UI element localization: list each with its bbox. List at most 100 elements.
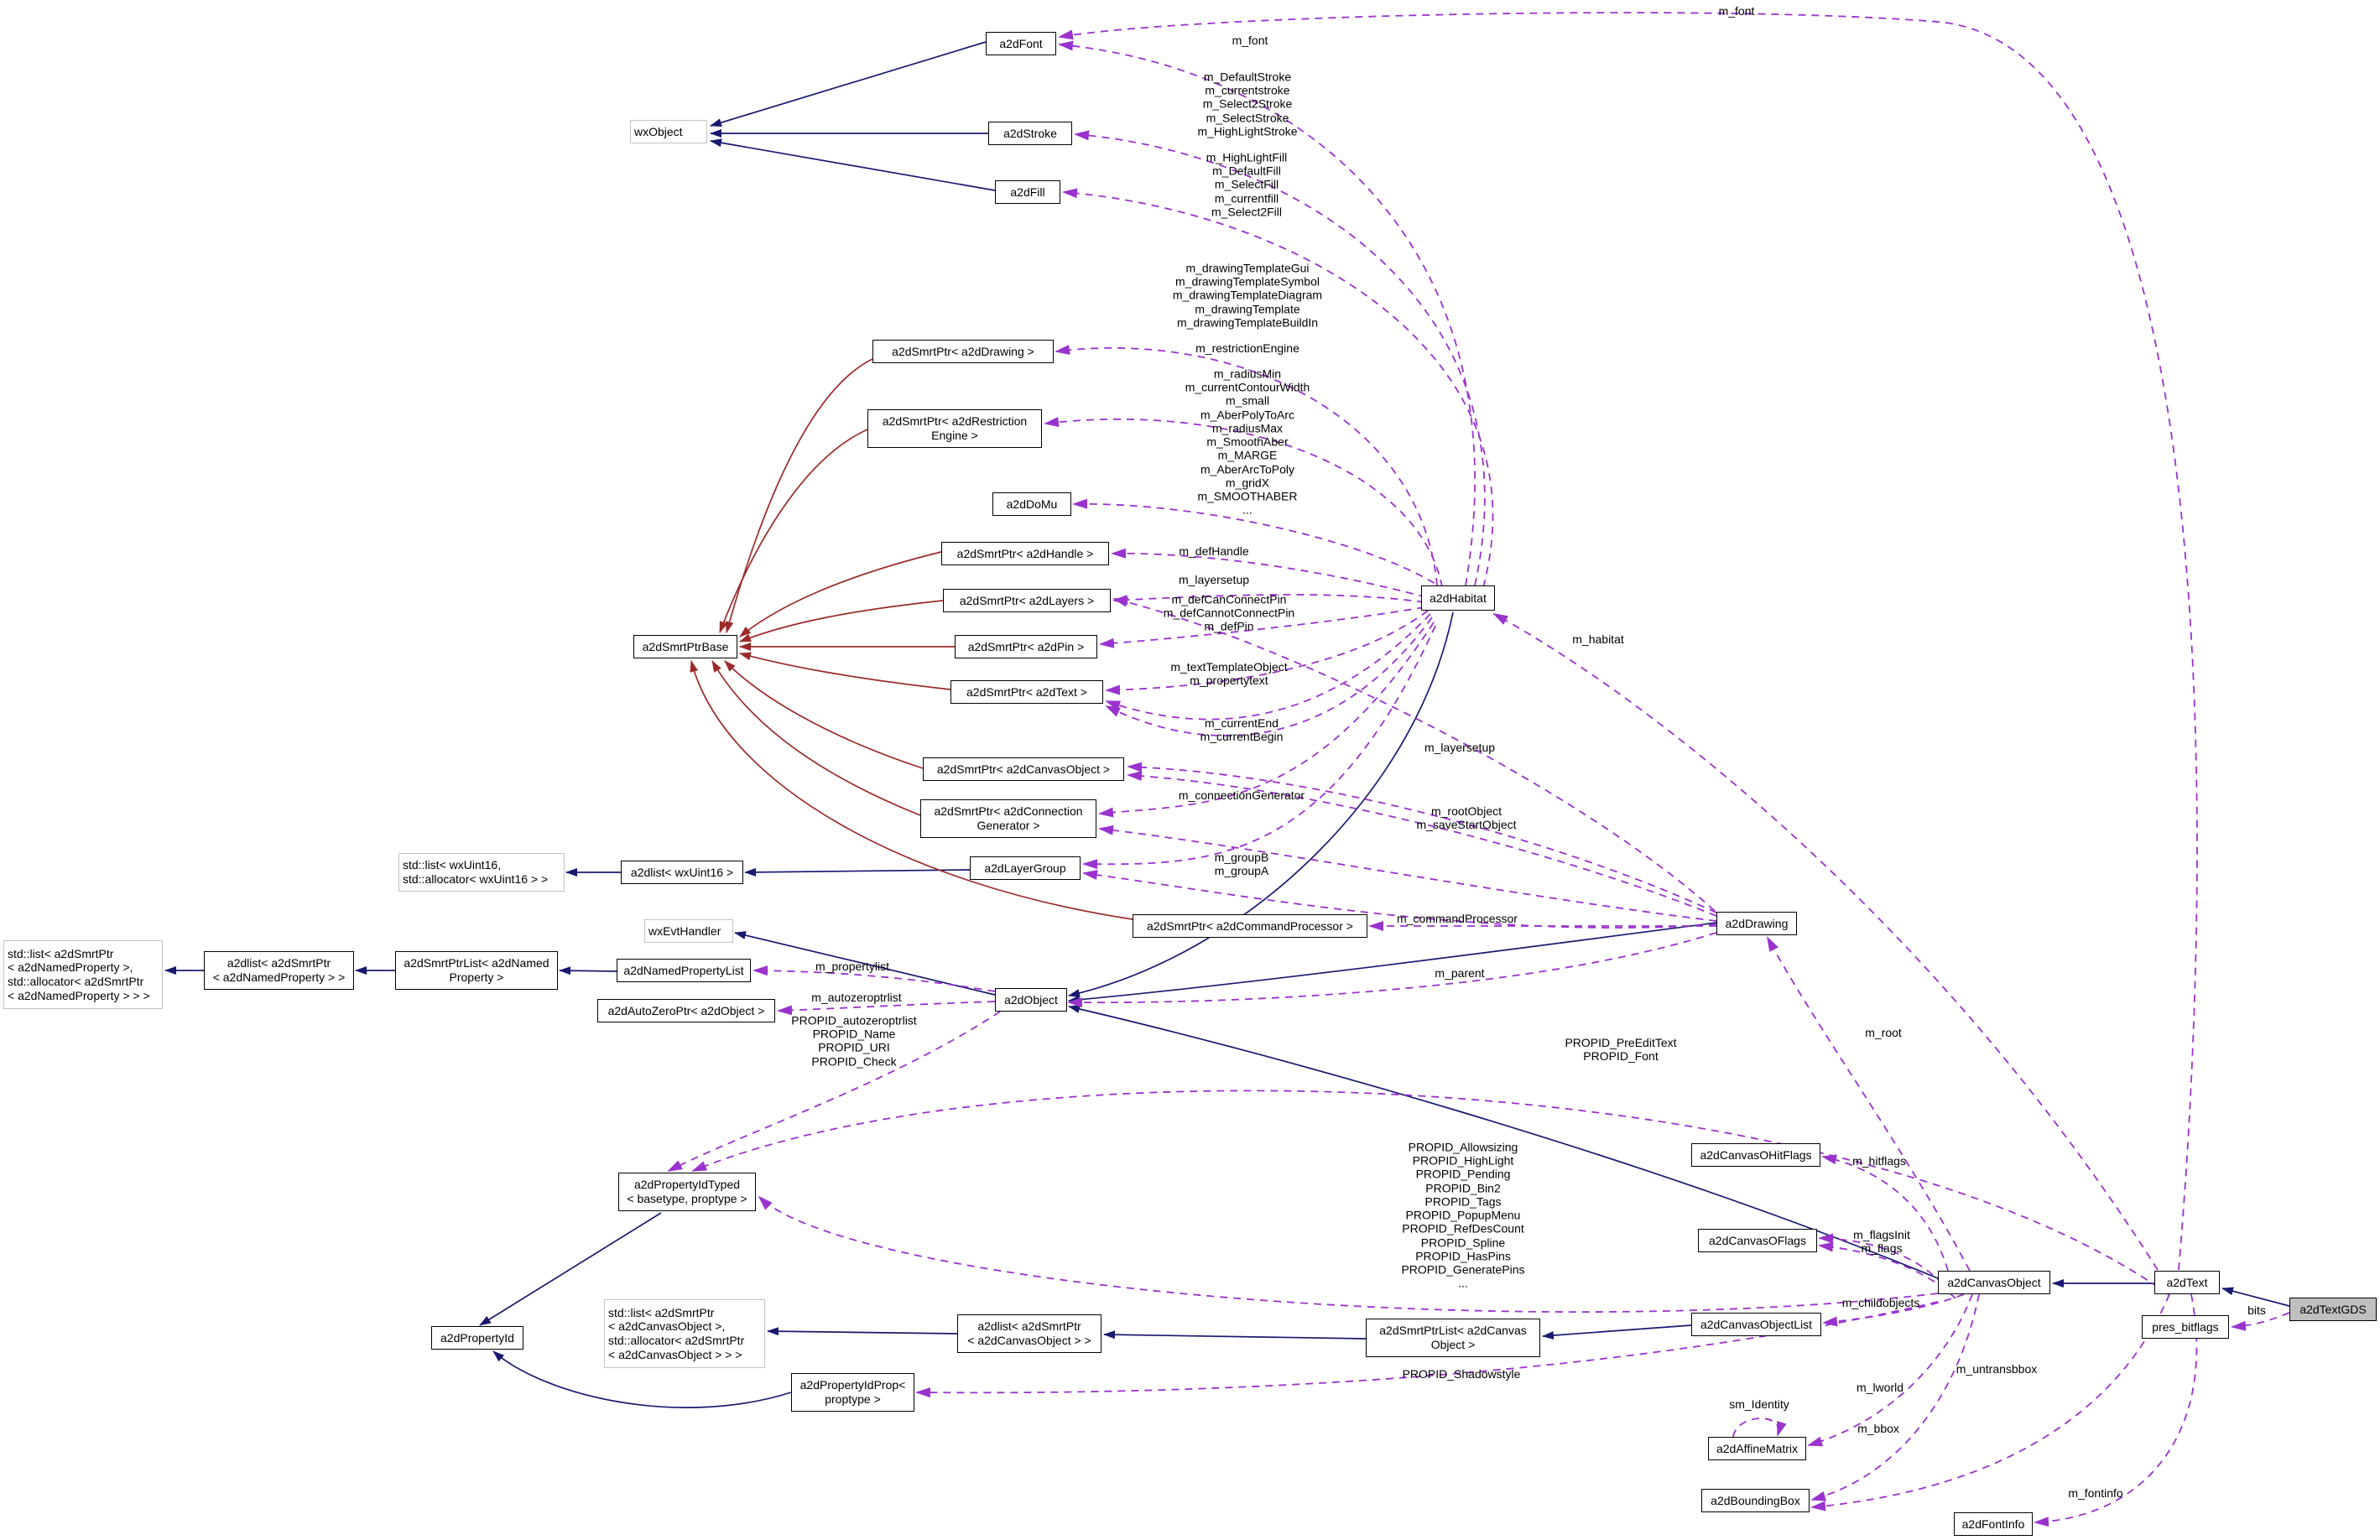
- edge-use-drawing-object-parent: [1067, 932, 1717, 1008]
- edge-use-object-namedproplist: [753, 965, 996, 992]
- edge-label-layersetup-1: m_layersetup: [1178, 572, 1250, 586]
- class-node-smrtptr-a2dconnectiongenerator[interactable]: a2dSmrtPtr< a2dConnection Generator >: [920, 799, 1096, 838]
- edge-use-habitat-fill: [1062, 188, 1494, 588]
- edge-use-drawing-spcanvasobj-save: [1127, 771, 1717, 917]
- edge-label-def-pins: m_defCanConnectPin m_defCannotConnectPin…: [1163, 592, 1295, 634]
- edge-inherit-propidtyped-propid: [479, 1212, 662, 1326]
- class-node-a2dlist-namedproperty[interactable]: a2dlist< a2dSmrtPtr < a2dNamedProperty >…: [204, 951, 354, 990]
- edge-label-m-font-top: m_font: [1718, 3, 1755, 18]
- edge-label-connection-generator: m_connectionGenerator: [1178, 788, 1305, 802]
- class-node-a2dlist-canvasobject[interactable]: a2dlist< a2dSmrtPtr < a2dCanvasObject > …: [957, 1314, 1101, 1353]
- edge-use-habitat-domu: [1072, 498, 1446, 591]
- class-node-a2dfontinfo[interactable]: a2dFontInfo: [1954, 1512, 2033, 1536]
- class-node-a2dtext[interactable]: a2dText: [2154, 1271, 2220, 1294]
- class-node-smrtptr-a2dhandle[interactable]: a2dSmrtPtr< a2dHandle >: [941, 542, 1109, 565]
- edge-label-autozeroptrlist: m_autozeroptrlist: [811, 990, 902, 1004]
- edge-label-propertylist: m_propertylist: [815, 959, 889, 973]
- class-node-a2dtextgds[interactable]: a2dTextGDS: [2289, 1298, 2377, 1321]
- edge-use-habitat-stroke: [1074, 130, 1486, 586]
- class-node-smrtptr-a2dtext[interactable]: a2dSmrtPtr< a2dText >: [950, 680, 1103, 704]
- class-node-smrtptr-a2dcanvasobject[interactable]: a2dSmrtPtr< a2dCanvasObject >: [923, 757, 1124, 781]
- class-node-stdlist-canvasobject[interactable]: std::list< a2dSmrtPtr < a2dCanvasObject …: [604, 1299, 765, 1368]
- edge-inherit-namedproplist-smrtptrlist: [559, 966, 617, 976]
- edge-tpl-restriction-base: [719, 429, 868, 633]
- class-node-a2dpropertyidprop[interactable]: a2dPropertyIdProp< proptype >: [791, 1373, 914, 1412]
- class-node-pres-bitflags[interactable]: pres_bitflags: [2142, 1315, 2229, 1339]
- class-node-a2dfill[interactable]: a2dFill: [995, 180, 1060, 204]
- edge-inherit-canvasobject-object: [1068, 1005, 1939, 1279]
- class-node-a2dcanvasobject[interactable]: a2dCanvasObject: [1938, 1271, 2050, 1294]
- edge-inherit-canvasobjlist-smrtptrlist: [1542, 1324, 1692, 1340]
- edge-use-drawing-spcanvasobj-root: [1127, 762, 1717, 913]
- class-node-a2dfont[interactable]: a2dFont: [986, 32, 1056, 55]
- class-node-a2dcanvasoflags[interactable]: a2dCanvasOFlags: [1698, 1229, 1817, 1252]
- edge-label-command-processor: m_commandProcessor: [1397, 911, 1518, 925]
- class-node-a2dstroke[interactable]: a2dStroke: [988, 122, 1072, 145]
- class-node-a2dautozeroptr[interactable]: a2dAutoZeroPtr< a2dObject >: [597, 999, 775, 1022]
- edge-tpl-cmdproc-base: [690, 660, 1133, 920]
- class-node-smrtptrlist-namedproperty[interactable]: a2dSmrtPtrList< a2dNamed Property >: [395, 951, 558, 990]
- edge-inherit-a2dfont-wxobject: [710, 41, 987, 127]
- class-node-smrtptr-a2ddrawing[interactable]: a2dSmrtPtr< a2dDrawing >: [872, 340, 1054, 363]
- edge-use-drawing-spconngen: [1098, 825, 1717, 922]
- class-node-a2dhabitat[interactable]: a2dHabitat: [1421, 585, 1495, 611]
- class-node-a2dpropertyid[interactable]: a2dPropertyId: [431, 1326, 523, 1350]
- edge-label-fills: m_HighLightFill m_DefaultFill m_SelectFi…: [1206, 150, 1288, 219]
- edge-tpl-drawing-base: [725, 358, 873, 633]
- edge-use-habitat-sppin: [1099, 606, 1425, 648]
- class-node-a2dpropertyidtyped[interactable]: a2dPropertyIdTyped < basetype, proptype …: [618, 1173, 756, 1211]
- class-node-a2dcanvasohitflags[interactable]: a2dCanvasOHitFlags: [1691, 1143, 1820, 1167]
- edge-tpl-layers-base: [739, 600, 944, 643]
- edge-label-propid-text: PROPID_PreEditText PROPID_Font: [1565, 1035, 1677, 1063]
- class-node-smrtptr-a2dpin[interactable]: a2dSmrtPtr< a2dPin >: [955, 635, 1097, 658]
- edge-use-text-font: [1058, 12, 2198, 1271]
- class-node-a2dobject[interactable]: a2dObject: [995, 988, 1067, 1012]
- class-node-smrtptr-a2drestrictionengine[interactable]: a2dSmrtPtr< a2dRestriction Engine >: [867, 409, 1042, 448]
- edge-use-habitat-layergroup-a: [1082, 870, 1717, 929]
- edge-use-canvasobject-drawing-root: [1767, 936, 1971, 1272]
- class-node-a2dcanvasobjectlist[interactable]: a2dCanvasObjectList: [1691, 1313, 1821, 1336]
- class-node-a2dlist-wxuint16[interactable]: a2dlist< wxUint16 >: [621, 861, 743, 884]
- class-node-wxobject[interactable]: wxObject: [630, 120, 707, 143]
- class-node-a2dboundingbox[interactable]: a2dBoundingBox: [1701, 1489, 1810, 1512]
- class-node-wxevthandler[interactable]: wxEvtHandler: [644, 919, 733, 943]
- edge-label-bits: bits: [2247, 1303, 2266, 1317]
- edge-inherit-a2dlist-stdlist-canvasobj: [767, 1327, 958, 1336]
- edge-use-text-fontinfo: [2034, 1293, 2198, 1527]
- edge-use-drawing-splayers: [1112, 596, 1716, 912]
- edge-label-root: m_root: [1865, 1025, 1902, 1039]
- edge-inherit-habitat-object: [1068, 611, 1454, 997]
- edge-use-affine-self-identity: [1732, 1418, 1787, 1438]
- edge-label-lworld: m_lworld: [1856, 1380, 1904, 1394]
- edge-label-currents: m_currentEnd m_currentBegin: [1200, 715, 1284, 743]
- edge-label-flags: m_flagsInit m_flags: [1853, 1227, 1910, 1255]
- class-node-stdlist-wxuint16[interactable]: std::list< wxUint16, std::allocator< wxU…: [398, 853, 565, 892]
- edge-inherit-smrtptrlist-a2dlist-canvasobj: [1103, 1330, 1367, 1340]
- edge-use-canvasobject-bbox: [1810, 1293, 1980, 1501]
- edge-label-text-template: m_textTemplateObject m_propertytext: [1170, 659, 1288, 687]
- class-node-smrtptrlist-canvasobject[interactable]: a2dSmrtPtrList< a2dCanvas Object >: [1366, 1319, 1540, 1357]
- edge-label-strokes: m_DefaultStroke m_currentstroke m_Select…: [1197, 70, 1298, 138]
- class-node-a2dlayergroup[interactable]: a2dLayerGroup: [970, 856, 1081, 880]
- edge-label-bbox: m_bbox: [1857, 1421, 1899, 1435]
- edge-tpl-conngen-base: [711, 660, 921, 816]
- edge-label-propid-canvas: PROPID_Allowsizing PROPID_HighLight PROP…: [1401, 1140, 1525, 1291]
- class-node-a2ddomu[interactable]: a2dDoMu: [992, 492, 1071, 516]
- edge-use-currentend-sptext: [1105, 613, 1431, 721]
- edge-label-restriction-engine: m_restrictionEngine: [1195, 341, 1299, 355]
- class-node-smrtptr-a2dlayers[interactable]: a2dSmrtPtr< a2dLayers >: [943, 589, 1111, 612]
- class-node-smrtptr-a2dcommandprocessor[interactable]: a2dSmrtPtr< a2dCommandProcessor >: [1133, 914, 1367, 938]
- edge-use-habitat-spdrawing: [1055, 345, 1438, 586]
- class-node-a2dsmrtptrbase[interactable]: a2dSmrtPtrBase: [633, 635, 737, 658]
- edge-tpl-text-base: [739, 652, 951, 690]
- class-node-a2daffinematrix[interactable]: a2dAffineMatrix: [1708, 1437, 1806, 1460]
- class-node-a2dnamedpropertylist[interactable]: a2dNamedPropertyList: [617, 959, 751, 982]
- edge-label-groups: m_groupB m_groupA: [1214, 850, 1269, 877]
- edge-label-propid-object: PROPID_autozeroptrlist PROPID_Name PROPI…: [791, 1013, 917, 1069]
- edge-label-untransbbox: m_untransbbox: [1956, 1361, 2038, 1376]
- class-node-a2ddrawing[interactable]: a2dDrawing: [1716, 912, 1797, 935]
- class-node-stdlist-namedproperty[interactable]: std::list< a2dSmrtPtr < a2dNamedProperty…: [3, 940, 163, 1009]
- edge-use-habitat-font: [1058, 40, 1476, 586]
- edge-label-drawing-templates: m_drawingTemplateGui m_drawingTemplateSy…: [1172, 261, 1323, 330]
